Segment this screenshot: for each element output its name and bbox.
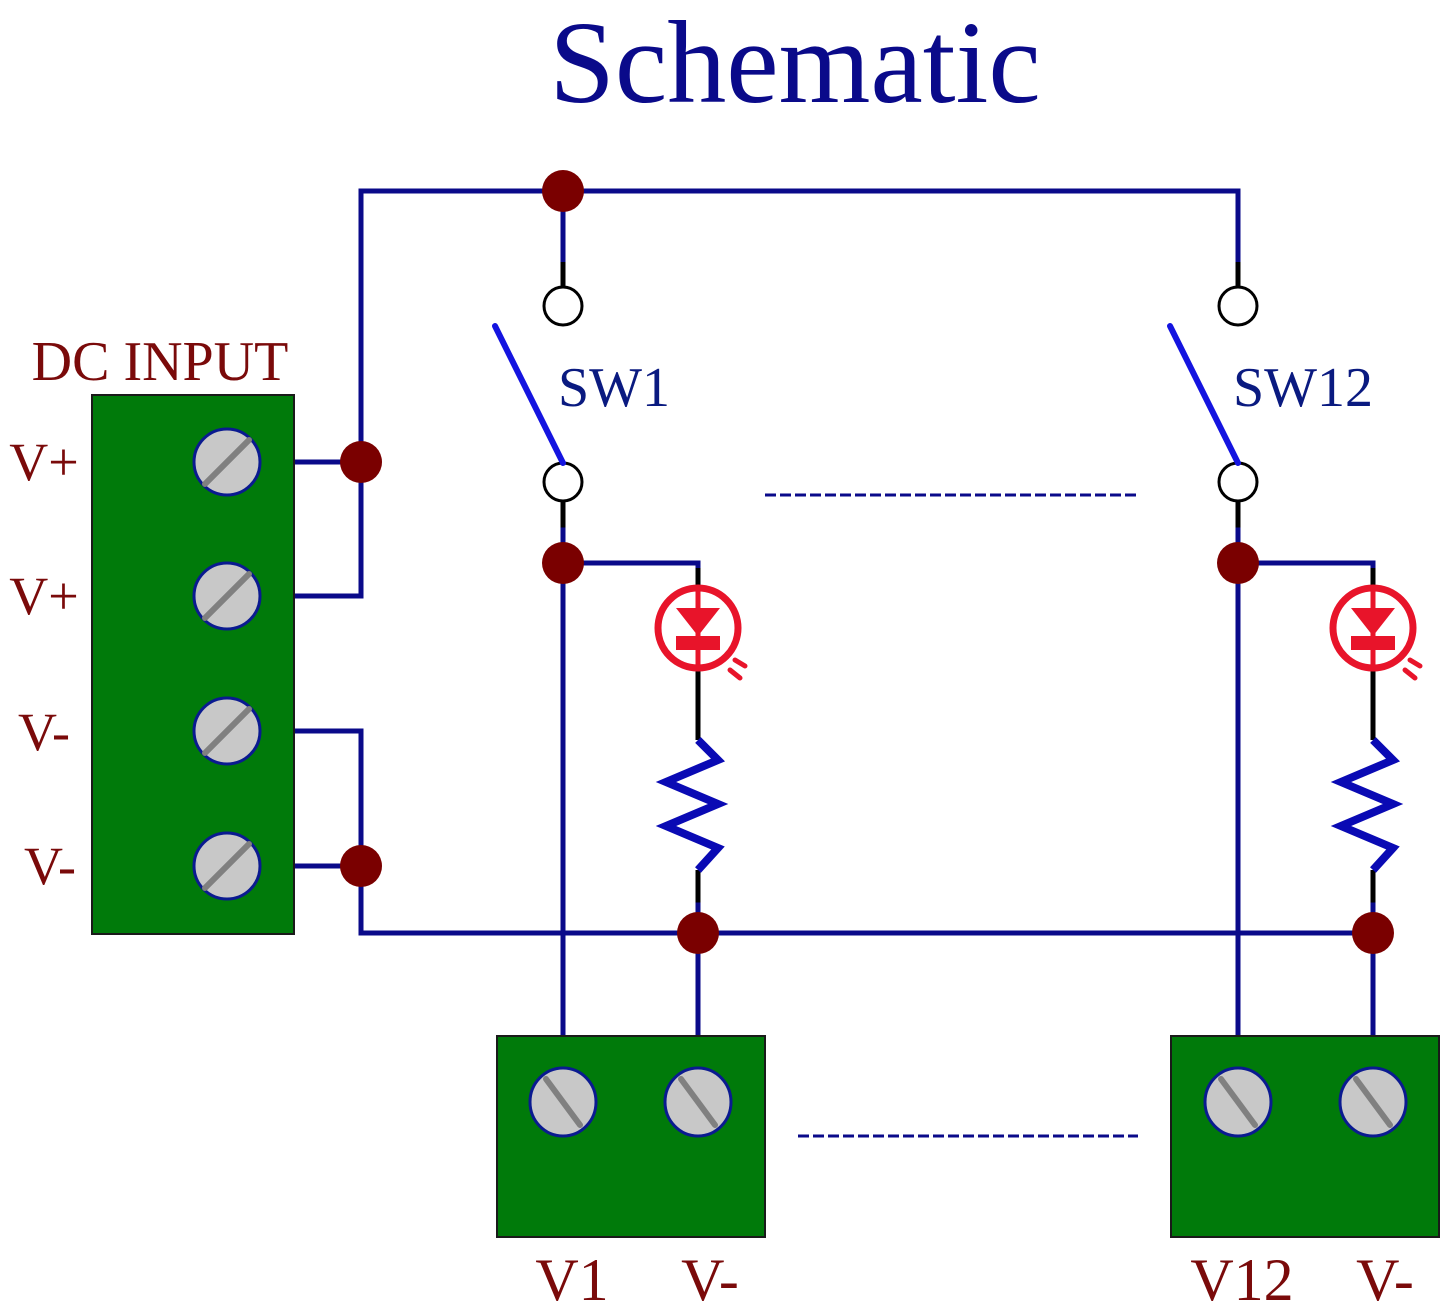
junction-nodes — [340, 170, 1394, 954]
screw-terminal-v12-minus[interactable] — [1338, 1066, 1408, 1138]
switch-contact-top — [542, 285, 584, 327]
output-terminal-block — [496, 1035, 766, 1238]
junction-node — [677, 912, 719, 954]
junction-node — [340, 845, 382, 887]
screw-terminal-v1[interactable] — [528, 1066, 598, 1138]
resistor-12 — [1330, 737, 1404, 873]
wires — [292, 188, 1376, 1039]
output-label-v12: V12 — [1190, 1247, 1293, 1308]
output-block-12: V12 V- — [1170, 1035, 1440, 1308]
led-indicator-12 — [1329, 584, 1423, 681]
screw-terminal-v1-minus[interactable] — [663, 1066, 733, 1138]
resistor-1 — [655, 737, 729, 873]
output-label-vminus-12: V- — [1356, 1247, 1414, 1308]
switch-blade — [492, 323, 566, 466]
switch-label: SW1 — [558, 357, 670, 419]
switch-sw12[interactable]: SW12 — [1167, 285, 1373, 503]
terminal-label-vminus-2: V- — [24, 836, 76, 896]
junction-node — [340, 441, 382, 483]
switch-contact-top — [1217, 285, 1259, 327]
dc-input-terminal-block — [91, 394, 295, 935]
dc-input-block: DC INPUT V+ V+ V- V- — [9, 331, 295, 935]
output-label-vminus-1: V- — [681, 1247, 739, 1308]
output-block-1: V1 V- — [496, 1035, 766, 1308]
junction-node — [1217, 542, 1259, 584]
vplus2-wire — [292, 459, 364, 599]
screw-terminal-v12[interactable] — [1203, 1066, 1273, 1138]
page-title: Schematic — [549, 0, 1040, 128]
led-indicator-1 — [654, 584, 748, 681]
dc-input-label: DC INPUT — [32, 331, 289, 393]
ch1-led-feed-wire — [560, 560, 701, 573]
terminal-label-vminus-1: V- — [18, 702, 70, 762]
screw-terminal-3[interactable] — [192, 696, 262, 766]
output-label-v1: V1 — [535, 1247, 608, 1308]
output-terminal-block — [1170, 1035, 1440, 1238]
screw-terminal-4[interactable] — [192, 831, 262, 901]
switch-sw1[interactable]: SW1 — [492, 285, 670, 503]
junction-node — [1352, 912, 1394, 954]
switch-contact-bottom — [1217, 461, 1259, 503]
top-rail-wire — [358, 188, 1241, 465]
terminal-label-vplus-1: V+ — [9, 432, 78, 492]
terminal-label-vplus-2: V+ — [9, 566, 78, 626]
switch-blade — [1167, 323, 1241, 466]
junction-node — [542, 542, 584, 584]
screw-terminal-1[interactable] — [192, 427, 262, 497]
ch12-led-feed-wire — [1235, 560, 1376, 573]
ground-rail-wire — [292, 728, 1376, 936]
switch-label: SW12 — [1233, 357, 1373, 419]
junction-node — [542, 170, 584, 212]
switch-contact-bottom — [542, 461, 584, 503]
screw-terminal-2[interactable] — [192, 561, 262, 631]
